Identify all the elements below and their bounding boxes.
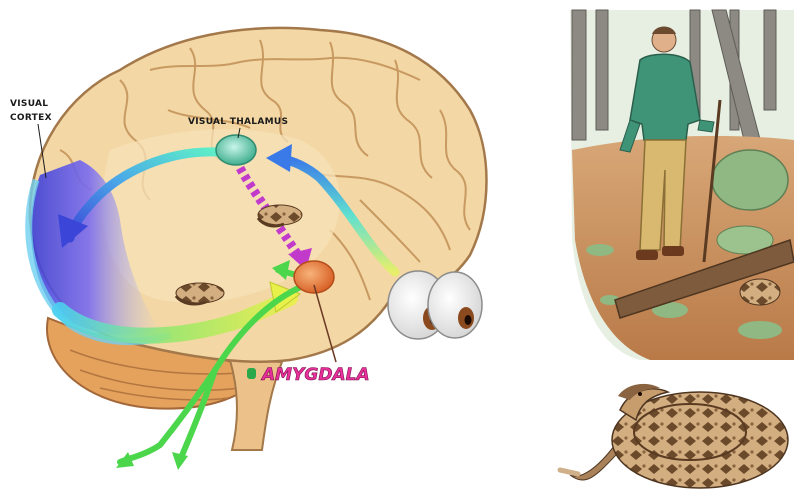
rattlesnake-figure: [560, 384, 788, 488]
thalamus: [216, 135, 256, 165]
eye-icon: [428, 272, 482, 338]
label-visual-cortex-line2: CORTEX: [10, 113, 52, 123]
amygdala-marker: [247, 368, 256, 379]
label-visual-thalamus: VISUAL THALAMUS: [188, 117, 288, 127]
label-amygdala: AMYGDALA: [260, 365, 370, 385]
label-visual-cortex-line1: VISUAL: [10, 99, 48, 109]
